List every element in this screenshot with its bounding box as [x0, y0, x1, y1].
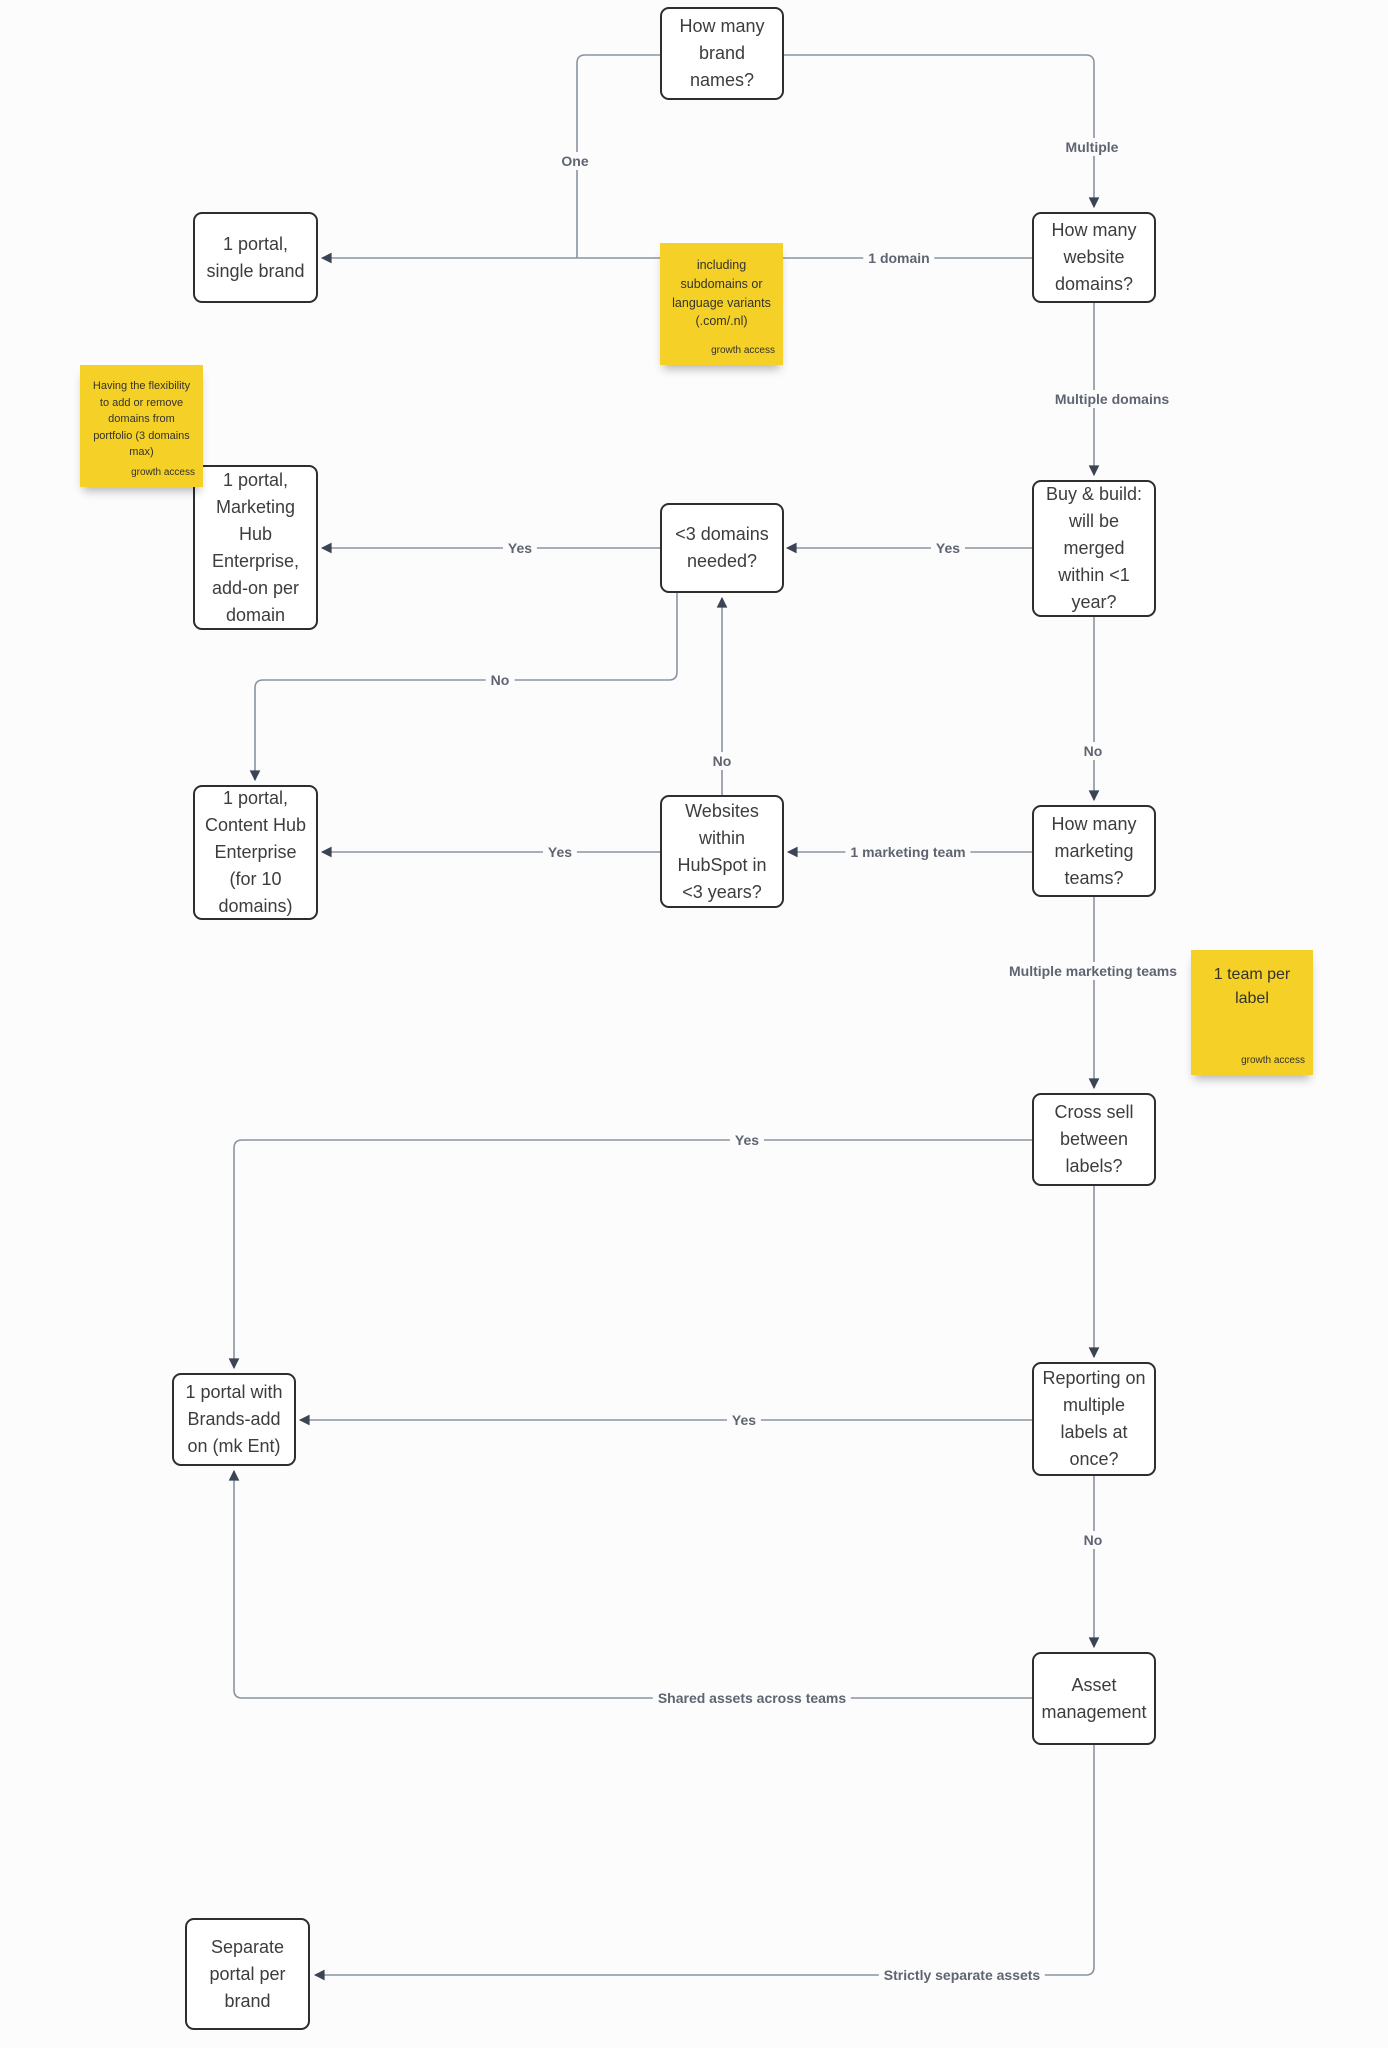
connector-brandnames-multiple	[783, 54, 1100, 209]
node-separate-portal-per-brand[interactable]: Separate portal per brand	[185, 1918, 310, 2030]
edge-label-yes-cross-sell: Yes	[729, 1131, 765, 1149]
edge-label-yes-buybuild: Yes	[930, 539, 966, 557]
node-1-portal-single-brand[interactable]: 1 portal, single brand	[193, 212, 318, 303]
node-lt3-domains-needed[interactable]: <3 domains needed?	[660, 503, 784, 593]
sticky-note-team-per-label[interactable]: 1 team per label growth access	[1191, 950, 1313, 1075]
edge-label-multiple-domains: Multiple domains	[1049, 390, 1175, 408]
sticky-note-tag: growth access	[131, 467, 195, 478]
connector-strictlyseparate-to-separateportal	[313, 1745, 1095, 1981]
node-1-portal-content-hub-enterprise[interactable]: 1 portal, Content Hub Enterprise (for 10…	[193, 785, 318, 920]
sticky-note-text: including subdomains or language variant…	[672, 258, 771, 329]
node-1-portal-marketing-hub-enterprise[interactable]: 1 portal, Marketing Hub Enterprise, add-…	[193, 465, 318, 630]
node-websites-within-hubspot[interactable]: Websites within HubSpot in <3 years?	[660, 795, 784, 908]
sticky-note-subdomains[interactable]: including subdomains or language variant…	[660, 243, 783, 365]
edge-label-multiple-marketing-teams: Multiple marketing teams	[1003, 962, 1183, 980]
sticky-note-tag: growth access	[1241, 1055, 1305, 1066]
edge-label-yes-websites: Yes	[542, 843, 578, 861]
sticky-note-flexibility[interactable]: Having the flexibility to add or remove …	[80, 365, 203, 487]
edge-label-1-marketing-team: 1 marketing team	[845, 843, 971, 861]
node-how-many-marketing-teams[interactable]: How many marketing teams?	[1032, 805, 1156, 897]
node-buy-and-build[interactable]: Buy & build: will be merged within <1 ye…	[1032, 480, 1156, 617]
connector-brandnames-one-branch	[576, 54, 660, 258]
node-1-portal-with-brands-addon[interactable]: 1 portal with Brands-add on (mk Ent)	[172, 1373, 296, 1466]
sticky-note-text: Having the flexibility to add or remove …	[92, 380, 191, 458]
edge-label-no-reporting: No	[1078, 1531, 1108, 1549]
edge-label-no-lt3: No	[485, 671, 515, 689]
node-cross-sell-between-labels[interactable]: Cross sell between labels?	[1032, 1093, 1156, 1186]
node-how-many-brand-names[interactable]: How many brand names?	[660, 7, 784, 100]
node-how-many-website-domains[interactable]: How many website domains?	[1032, 212, 1156, 303]
sticky-note-text: 1 team per label	[1213, 966, 1291, 1007]
edge-label-yes-reporting: Yes	[726, 1411, 762, 1429]
edge-label-shared-assets-across-teams: Shared assets across teams	[652, 1689, 852, 1707]
connector-sharedassets-to-brandsaddon	[228, 1469, 1032, 1699]
edge-label-multiple: Multiple	[1060, 138, 1124, 156]
edge-label-one: One	[556, 152, 594, 170]
edge-label-strictly-separate-assets: Strictly separate assets	[878, 1966, 1046, 1984]
edge-label-no-buybuild: No	[1078, 742, 1108, 760]
node-reporting-on-multiple-labels[interactable]: Reporting on multiple labels at once?	[1032, 1362, 1156, 1476]
edge-label-no-websites: No	[707, 752, 737, 770]
edge-label-yes-lt3: Yes	[502, 539, 538, 557]
node-asset-management[interactable]: Asset management	[1032, 1652, 1156, 1745]
connector-crosssell-yes-to-brandsaddon	[228, 1139, 1032, 1370]
sticky-note-tag: growth access	[711, 345, 775, 356]
connector-lt3-no-to-contenthub	[249, 593, 678, 782]
edge-label-1-domain: 1 domain	[863, 249, 935, 267]
